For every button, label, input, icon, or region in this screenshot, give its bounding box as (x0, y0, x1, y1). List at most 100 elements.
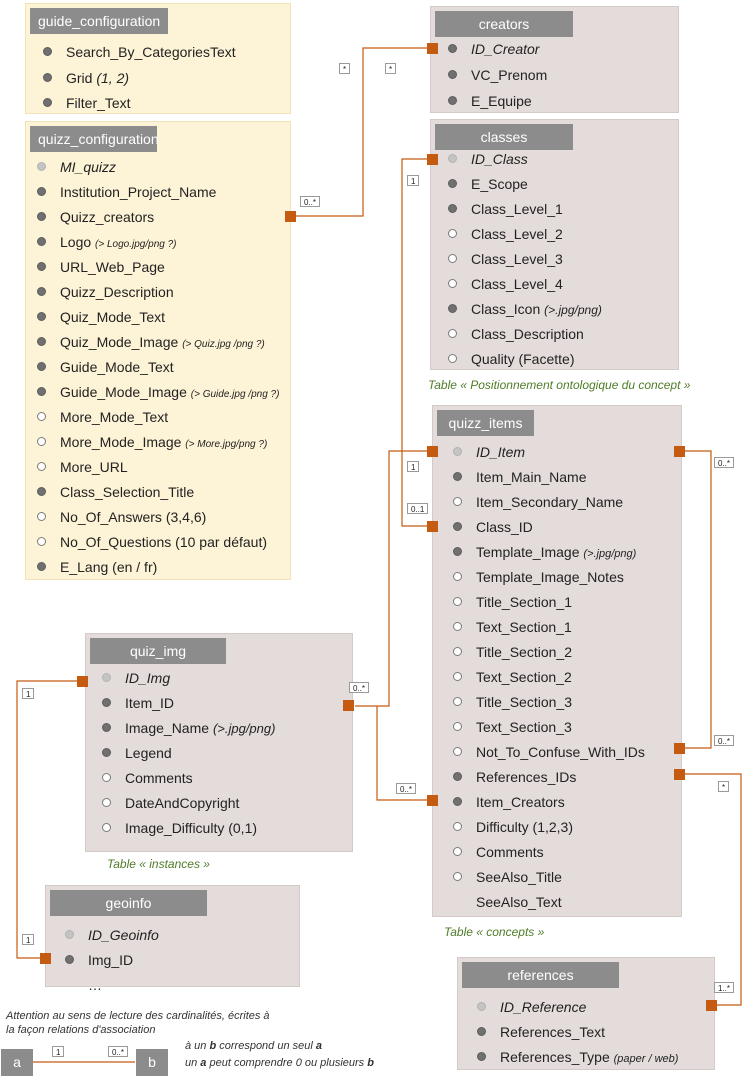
legend-box-b: b (136, 1049, 168, 1076)
field-name: E_Scope (471, 176, 528, 192)
field-note: (> Quiz.jpg /png ?) (182, 339, 265, 350)
cardinality-label: 0..* (396, 783, 417, 794)
bullet-icon (477, 1027, 486, 1036)
bullet-icon (448, 229, 457, 238)
field-name: SeeAlso_Text (476, 894, 562, 910)
bullet-icon (453, 647, 462, 656)
bullet-icon (37, 337, 46, 346)
field-name: Class_Level_2 (471, 226, 563, 242)
connector-end (674, 769, 685, 780)
field-name: Comments (125, 770, 193, 786)
legend-rule-2-mid: peut comprendre 0 ou plusieurs (206, 1057, 368, 1069)
field-name: Difficulty (1,2,3) (476, 819, 573, 835)
legend-rule-2-b: b (367, 1057, 374, 1069)
bullet-icon (37, 237, 46, 246)
field-name: Title_Section_1 (476, 594, 572, 610)
field-note: (> Logo.jpg/png ?) (95, 239, 177, 250)
bullet-icon (448, 204, 457, 213)
field-name: More_Mode_Image (> More.jpg/png ?) (60, 434, 268, 450)
bullet-icon (453, 772, 462, 781)
bullet-icon (448, 304, 457, 313)
field-name: Not_To_Confuse_With_IDs (476, 744, 645, 760)
field-name: MI_quizz (60, 159, 117, 175)
field-note: (>.jpg/png) (583, 548, 637, 560)
field-name: Guide_Mode_Text (60, 359, 174, 375)
field-name: Item_Secondary_Name (476, 494, 624, 510)
field-name: Text_Section_1 (476, 619, 572, 635)
cardinality-label: 0..* (714, 457, 735, 468)
table-title: references (462, 962, 619, 988)
table-title: guide_configuration (30, 8, 168, 34)
field-name: Template_Image (>.jpg/png) (476, 544, 637, 560)
field-name: ID_Class (471, 151, 528, 167)
legend-note-line-2: la façon relations d'association (6, 1024, 156, 1036)
connector-end (427, 446, 438, 457)
field-note: (paper / web) (613, 1053, 679, 1065)
connector-end (674, 743, 685, 754)
legend-card-a: 1 (52, 1046, 65, 1057)
cardinality-label: 1 (22, 688, 35, 699)
field-name: SeeAlso_Title (476, 869, 562, 885)
connector-end (427, 521, 438, 532)
connector-end (77, 676, 88, 687)
field-name: ID_Item (476, 444, 526, 460)
bullet-icon (453, 722, 462, 731)
bullet-icon (37, 437, 46, 446)
field-name: References_Text (500, 1024, 606, 1040)
field-name: Item_ID (125, 695, 175, 711)
field-name: More_Mode_Text (60, 409, 169, 425)
field-name: References_Type (paper / web) (500, 1049, 679, 1065)
legend-box-a: a (1, 1049, 33, 1076)
field-name: Legend (125, 745, 172, 761)
bullet-icon (448, 329, 457, 338)
table-title: quizz_configuration (30, 126, 159, 152)
field-name: Guide_Mode_Image (> Guide.jpg /png ?) (60, 384, 280, 400)
bullet-icon (453, 797, 462, 806)
legend-rule-2-pre: un (185, 1057, 201, 1069)
bullet-icon (37, 162, 46, 171)
field-name: ID_Creator (471, 41, 540, 57)
caption-quiz-img: Table « instances » (107, 857, 210, 871)
cardinality-label: 1 (407, 175, 420, 186)
bullet-icon (102, 773, 111, 782)
table-title: creators (435, 11, 573, 37)
field-name: Class_Level_4 (471, 276, 563, 292)
field-name: Quality (Facette) (471, 351, 575, 367)
bullet-icon (453, 597, 462, 606)
bullet-icon (453, 622, 462, 631)
legend-rule-1-pre: à un (185, 1040, 210, 1052)
connector-end (427, 795, 438, 806)
field-note: (> Guide.jpg /png ?) (190, 389, 280, 400)
legend-rule-1-b: b (209, 1040, 217, 1052)
cardinality-label: * (339, 63, 351, 74)
legend-rule-1-a: a (315, 1040, 322, 1052)
field-name: Logo (> Logo.jpg/png ?) (60, 234, 177, 250)
table-guide-configuration: guide_configuration Search_By_Categories… (25, 3, 291, 114)
bullet-icon (453, 522, 462, 531)
bullet-icon (453, 847, 462, 856)
bullet-icon (448, 179, 457, 188)
field-name: Template_Image_Notes (476, 569, 624, 585)
field-name: No_Of_Questions (10 par défaut) (60, 534, 268, 550)
bullet-icon (448, 154, 457, 163)
bullet-icon (448, 354, 457, 363)
field-name: URL_Web_Page (60, 259, 165, 275)
cardinality-label: 0..* (349, 682, 370, 693)
connector-end (40, 953, 51, 964)
legend-card-b: 0..* (108, 1046, 129, 1057)
field-name: Quiz_Mode_Image (> Quiz.jpg /png ?) (60, 334, 265, 350)
legend-rule-1: à un b correspond un seul a (185, 1040, 322, 1052)
field-name: Quizz_creators (60, 209, 155, 225)
connector-end (427, 43, 438, 54)
field-name: Class_Description (471, 326, 584, 342)
field-name: Text_Section_3 (476, 719, 572, 735)
field-name: Comments (476, 844, 544, 860)
bullet-icon (453, 447, 462, 456)
field-name: Grid (1, 2) (66, 69, 130, 86)
cardinality-label: 0..1 (407, 503, 429, 514)
